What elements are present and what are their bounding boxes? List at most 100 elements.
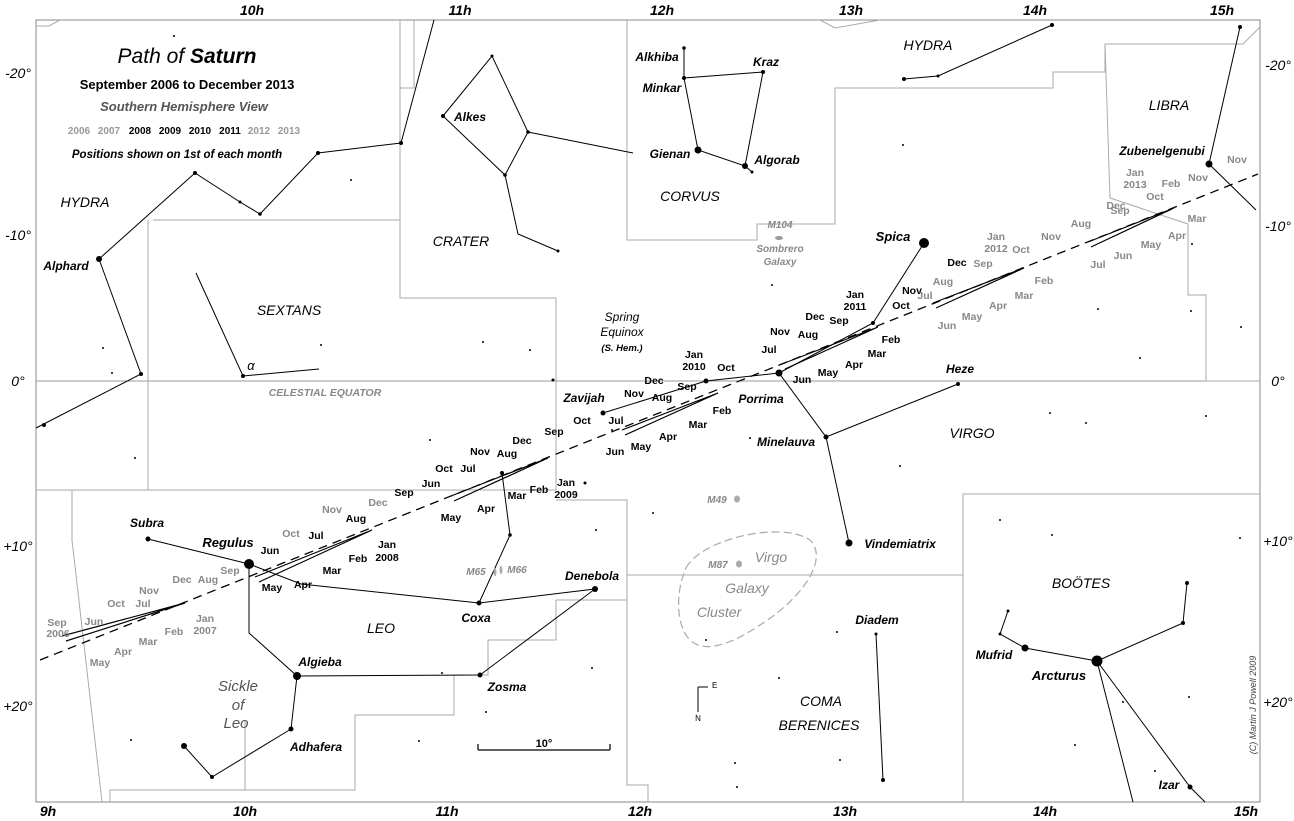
positions-note: Positions shown on 1st of each month bbox=[72, 149, 282, 161]
constellation-berenices: BERENICES bbox=[779, 717, 861, 733]
month-label: Aug bbox=[933, 276, 953, 288]
month-label: Dec bbox=[947, 257, 966, 269]
dso-label: Galaxy bbox=[725, 580, 770, 596]
month-label: Jul bbox=[761, 344, 776, 356]
month-label: Sep bbox=[544, 426, 563, 438]
month-label: Jun bbox=[85, 616, 104, 628]
saturn-retrograde-loops bbox=[61, 207, 1175, 642]
month-label: Sep bbox=[829, 315, 848, 327]
virgo-cluster-outline bbox=[678, 531, 817, 648]
month-label: Oct bbox=[573, 415, 591, 427]
month-label: Jun bbox=[938, 320, 957, 332]
star-label: Coxa bbox=[461, 611, 491, 625]
m65-marker bbox=[493, 568, 497, 576]
month-label: Sep bbox=[1110, 205, 1129, 217]
constellation-sextans: SEXTANS bbox=[257, 302, 322, 318]
dso-label: Cluster bbox=[697, 604, 743, 620]
month-label: Jul bbox=[1090, 259, 1105, 271]
chart-subtitle: September 2006 to December 2013 bbox=[80, 77, 295, 92]
month-label: Nov bbox=[1188, 172, 1208, 184]
month-label: Jul bbox=[460, 463, 475, 475]
spring-equinox-label: Spring Equinox (S. Hem.) bbox=[600, 310, 644, 354]
dso-label: M87 bbox=[708, 560, 728, 571]
month-label: Oct bbox=[282, 528, 300, 540]
dec-label: 0° bbox=[1271, 373, 1285, 389]
star-label: Zosma bbox=[487, 680, 527, 694]
ra-label: 12h bbox=[628, 803, 652, 819]
ra-label: 10h bbox=[240, 2, 264, 18]
title-planet: Saturn bbox=[190, 45, 257, 68]
year-2009: 2009 bbox=[159, 126, 182, 137]
month-label: May bbox=[818, 367, 839, 379]
month-label: Apr bbox=[477, 503, 495, 515]
month-label: Aug bbox=[798, 329, 818, 341]
constellation-corvus: CORVUS bbox=[660, 188, 720, 204]
year-2008: 2008 bbox=[129, 126, 152, 137]
ra-label: 9h bbox=[40, 803, 56, 819]
constellation-hydra-north: HYDRA bbox=[903, 37, 952, 53]
month-label: Feb bbox=[882, 334, 901, 346]
dec-labels-right: -20° -10° 0° +10° +20° bbox=[1263, 57, 1293, 710]
equinox-word: Equinox bbox=[600, 325, 644, 339]
star-label: Spica bbox=[876, 229, 911, 244]
month-label: Apr bbox=[845, 359, 863, 371]
m66-marker bbox=[499, 566, 503, 574]
month-label: Nov bbox=[139, 585, 159, 597]
month-label: Nov bbox=[1227, 154, 1247, 166]
month-label: 2010 bbox=[682, 361, 706, 373]
month-label: Jun bbox=[261, 545, 280, 557]
year-legend: 2006 2007 2008 2009 2010 2011 2012 2013 bbox=[68, 126, 301, 137]
month-label: Aug bbox=[1071, 218, 1091, 230]
month-label: Dec bbox=[644, 375, 663, 387]
month-label: Nov bbox=[902, 285, 922, 297]
ra-label: 10h bbox=[233, 803, 257, 819]
month-label: Jun bbox=[793, 374, 812, 386]
month-label: Aug bbox=[198, 574, 218, 586]
month-label: Jan bbox=[987, 231, 1005, 243]
month-label: Feb bbox=[165, 626, 184, 638]
compass: E N bbox=[695, 681, 717, 723]
month-label: Apr bbox=[659, 431, 677, 443]
star-label: Minkar bbox=[643, 81, 683, 95]
month-label: Apr bbox=[114, 646, 132, 658]
month-label: Nov bbox=[624, 388, 644, 400]
month-label: Jun bbox=[422, 478, 441, 490]
month-label: Aug bbox=[497, 448, 517, 460]
ra-label: 14h bbox=[1033, 803, 1057, 819]
star-label: Minelauva bbox=[757, 435, 815, 449]
star-label: Subra bbox=[130, 516, 164, 530]
month-label: 2007 bbox=[193, 625, 217, 637]
month-label: Sep bbox=[47, 617, 66, 629]
star-label: Izar bbox=[1159, 778, 1181, 792]
dec-label: +10° bbox=[1263, 533, 1293, 549]
month-label: Jul bbox=[608, 415, 623, 427]
title-prefix: Path of bbox=[118, 45, 190, 68]
star-label: Adhafera bbox=[289, 740, 342, 754]
month-label: Oct bbox=[1012, 244, 1030, 256]
ra-label: 15h bbox=[1234, 803, 1258, 819]
month-label: Apr bbox=[989, 300, 1007, 312]
star-label: Porrima bbox=[738, 392, 784, 406]
dso-label: M66 bbox=[507, 565, 527, 576]
dec-label: +10° bbox=[3, 538, 33, 554]
asterism-word: Sickle bbox=[218, 678, 258, 695]
star-labels: Alkhiba Kraz Minkar Gienan Algorab Alkes… bbox=[42, 50, 1205, 792]
month-label: Jan bbox=[1126, 167, 1144, 179]
month-label: Feb bbox=[713, 405, 732, 417]
year-2006: 2006 bbox=[68, 126, 91, 137]
month-label: May bbox=[631, 441, 652, 453]
month-label: Apr bbox=[1168, 230, 1186, 242]
monthly-position-labels: Sep 2006 Jun Oct Jul Nov Dec Aug Mar Jan… bbox=[46, 154, 1247, 669]
month-label: Aug bbox=[652, 392, 672, 404]
month-label: Oct bbox=[435, 463, 453, 475]
equinox-word: Spring bbox=[605, 310, 640, 324]
celestial-equator-label: CELESTIAL EQUATOR bbox=[269, 387, 382, 399]
equinox-word: (S. Hem.) bbox=[601, 343, 642, 354]
month-label: May bbox=[962, 311, 983, 323]
month-label: Dec bbox=[805, 311, 824, 323]
legend-block: Path of Saturn September 2006 to Decembe… bbox=[68, 45, 301, 161]
month-label: Mar bbox=[868, 348, 887, 360]
star-label: Vindemiatrix bbox=[864, 537, 937, 551]
m49-marker bbox=[734, 495, 740, 503]
